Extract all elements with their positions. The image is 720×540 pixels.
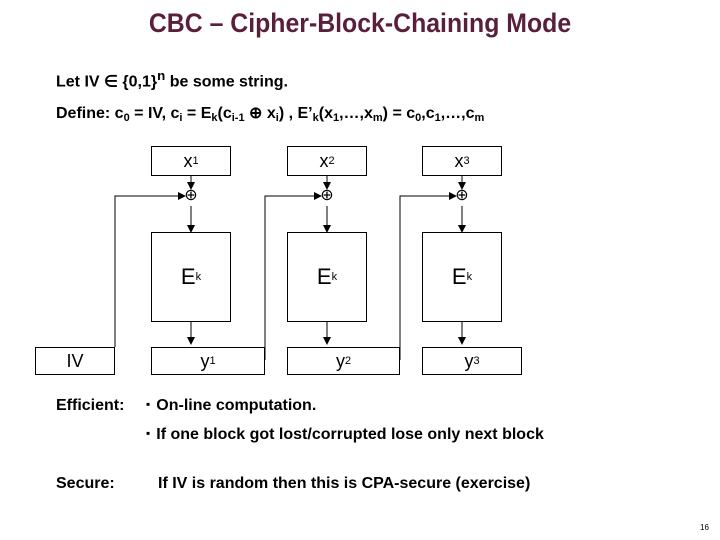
page-number: 16 (700, 523, 709, 532)
element-of-symbol: ∈ (104, 73, 118, 91)
xor-symbol-1: ⊕ (184, 187, 198, 204)
secure-text: If IV is random then this is CPA-secure … (158, 475, 531, 492)
bullet-icon: ▪ (146, 397, 151, 411)
iv-block: IV (35, 347, 115, 375)
iv-definition: Let IV ∈ {0,1}n be some string. (56, 68, 288, 91)
xor-symbol-2: ⊕ (320, 187, 334, 204)
y1-feedback-line (264, 192, 322, 360)
efficient-item-1: ▪On-line computation. (146, 397, 317, 414)
secure-label: Secure: (56, 475, 115, 492)
slide-title: CBC – Cipher-Block-Chaining Mode (148, 8, 572, 38)
bullet-icon: ▪ (146, 426, 151, 440)
iv-feedback-line (114, 192, 186, 347)
efficient-label: Efficient: (56, 397, 125, 414)
cbc-definition: Define: c0 = IV, ci = Ek(ci-1 ⊕ xi) , E’… (56, 105, 485, 124)
xor-symbol-3: ⊕ (455, 187, 469, 204)
efficient-item-2: ▪If one block got lost/corrupted lose on… (146, 426, 544, 443)
y2-feedback-line (399, 192, 457, 360)
